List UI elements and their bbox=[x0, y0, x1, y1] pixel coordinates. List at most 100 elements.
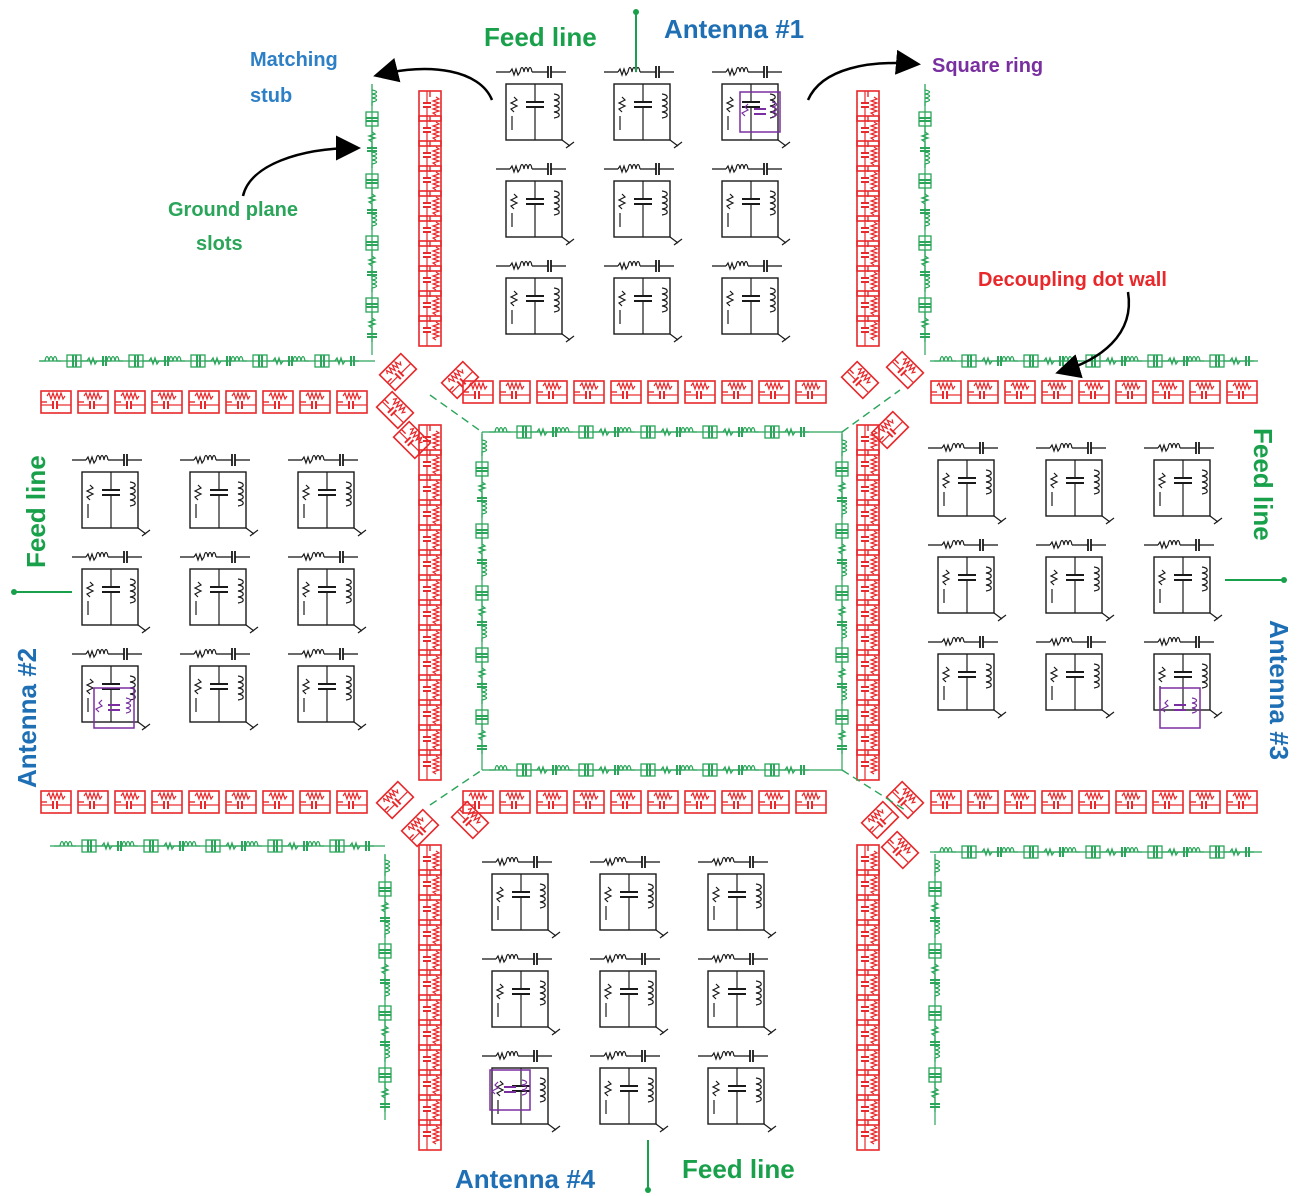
decoupling-cell bbox=[967, 380, 999, 404]
decoupling-cell bbox=[400, 808, 440, 848]
rlc-cell bbox=[603, 162, 683, 246]
decoupling-cell bbox=[188, 390, 220, 414]
decoupling-cell bbox=[795, 790, 827, 814]
decoupling-cell bbox=[1152, 790, 1184, 814]
decoupling-cell bbox=[930, 790, 962, 814]
decoupling-cell bbox=[77, 790, 109, 814]
rlc-cell bbox=[1035, 635, 1115, 719]
rlc-cell bbox=[481, 1049, 561, 1133]
feed-line-2-label: Feed line bbox=[21, 455, 51, 568]
rlc-cell bbox=[603, 65, 683, 149]
decoupling-cell bbox=[1004, 380, 1036, 404]
square-ring-cell bbox=[489, 1069, 531, 1111]
rlc-cell bbox=[179, 550, 259, 634]
rlc-cell bbox=[495, 259, 575, 343]
decoupling-cell bbox=[1004, 790, 1036, 814]
decoupling-cell bbox=[450, 800, 490, 840]
decoupling-cell bbox=[610, 790, 642, 814]
decoupling-cell bbox=[647, 380, 679, 404]
decoupling-cell bbox=[499, 380, 531, 404]
rlc-cell bbox=[589, 952, 669, 1036]
wire bbox=[429, 769, 483, 806]
decoupling-cell bbox=[536, 790, 568, 814]
decoupling-cell bbox=[114, 390, 146, 414]
ground-plane-slots-label-2: slots bbox=[196, 233, 243, 255]
decoupling-cell bbox=[758, 790, 790, 814]
decoupling-cell bbox=[1078, 380, 1110, 404]
decoupling-cell bbox=[1226, 380, 1258, 404]
decoupling-cell bbox=[378, 352, 418, 392]
rlc-cell bbox=[71, 453, 151, 537]
decoupling-cell bbox=[1041, 380, 1073, 404]
feed-terminal bbox=[645, 1187, 651, 1193]
decoupling-cell bbox=[1189, 790, 1221, 814]
decoupling-cell bbox=[225, 790, 257, 814]
decoupling-cell bbox=[610, 380, 642, 404]
rlc-cell bbox=[71, 647, 151, 731]
matching-stub-arrow-icon bbox=[373, 58, 494, 101]
antenna-2-label: Antenna #2 bbox=[12, 648, 42, 788]
decoupling-cell bbox=[870, 410, 910, 450]
rlc-cell bbox=[697, 1049, 777, 1133]
decoupling-cell bbox=[262, 790, 294, 814]
rlc-cell bbox=[711, 259, 791, 343]
feed-terminal bbox=[11, 589, 17, 595]
decoupling-cell bbox=[930, 380, 962, 404]
decoupling-cell bbox=[114, 790, 146, 814]
rlc-cell bbox=[495, 162, 575, 246]
square-ring-cell bbox=[1159, 687, 1201, 729]
decoupling-cell bbox=[375, 780, 415, 820]
rlc-cell bbox=[179, 453, 259, 537]
decoupling-cell bbox=[262, 390, 294, 414]
rlc-cell bbox=[179, 647, 259, 731]
rlc-cell bbox=[697, 855, 777, 939]
decoupling-cell bbox=[336, 790, 368, 814]
decoupling-cell bbox=[151, 390, 183, 414]
decoupling-cell bbox=[77, 390, 109, 414]
decoupling-cell bbox=[840, 360, 880, 400]
decoupling-cell bbox=[1115, 380, 1147, 404]
antenna-1-label: Antenna #1 bbox=[664, 14, 804, 44]
rlc-cell bbox=[495, 65, 575, 149]
rlc-cell bbox=[1035, 538, 1115, 622]
antenna-patch-array bbox=[927, 441, 1223, 719]
decoupling-cell bbox=[336, 390, 368, 414]
matching-stub-label-2: stub bbox=[250, 85, 292, 107]
decoupling-cell bbox=[440, 360, 480, 400]
antenna-4-label: Antenna #4 bbox=[455, 1164, 596, 1194]
rlc-cell bbox=[927, 538, 1007, 622]
rlc-cell bbox=[287, 453, 367, 537]
ground-plane-arrow-icon bbox=[241, 135, 361, 197]
decoupling-cell bbox=[1115, 790, 1147, 814]
decoupling-cell bbox=[1226, 790, 1258, 814]
decoupling-cell bbox=[573, 380, 605, 404]
decoupling-cell bbox=[647, 790, 679, 814]
rlc-cell bbox=[287, 550, 367, 634]
square-ring-label: Square ring bbox=[932, 55, 1043, 77]
rlc-cell bbox=[711, 65, 791, 149]
feed-terminal bbox=[1281, 577, 1287, 583]
decoupling-cell bbox=[721, 790, 753, 814]
wire bbox=[841, 389, 901, 433]
decoupling-cell bbox=[885, 350, 925, 390]
decoupling-dot-wall-label: Decoupling dot wall bbox=[978, 269, 1167, 291]
rlc-cell bbox=[697, 952, 777, 1036]
rlc-cell bbox=[481, 855, 561, 939]
square-ring-arrow-icon bbox=[806, 49, 921, 101]
rlc-cell bbox=[927, 635, 1007, 719]
decoupling-cell bbox=[40, 790, 72, 814]
feed-line-1-label: Feed line bbox=[484, 22, 597, 52]
decoupling-cell bbox=[188, 790, 220, 814]
decoupling-cell bbox=[1152, 380, 1184, 404]
decoupling-cell bbox=[880, 830, 920, 870]
rlc-cell bbox=[589, 855, 669, 939]
rlc-cell bbox=[927, 441, 1007, 525]
square-ring-cell bbox=[739, 91, 781, 133]
decoupling-cell bbox=[151, 790, 183, 814]
decoupling-cell bbox=[573, 790, 605, 814]
decoupling-cell bbox=[758, 380, 790, 404]
rlc-cell bbox=[1143, 441, 1223, 525]
wire bbox=[429, 394, 483, 433]
decoupling-cell bbox=[684, 380, 716, 404]
rlc-cell bbox=[481, 952, 561, 1036]
